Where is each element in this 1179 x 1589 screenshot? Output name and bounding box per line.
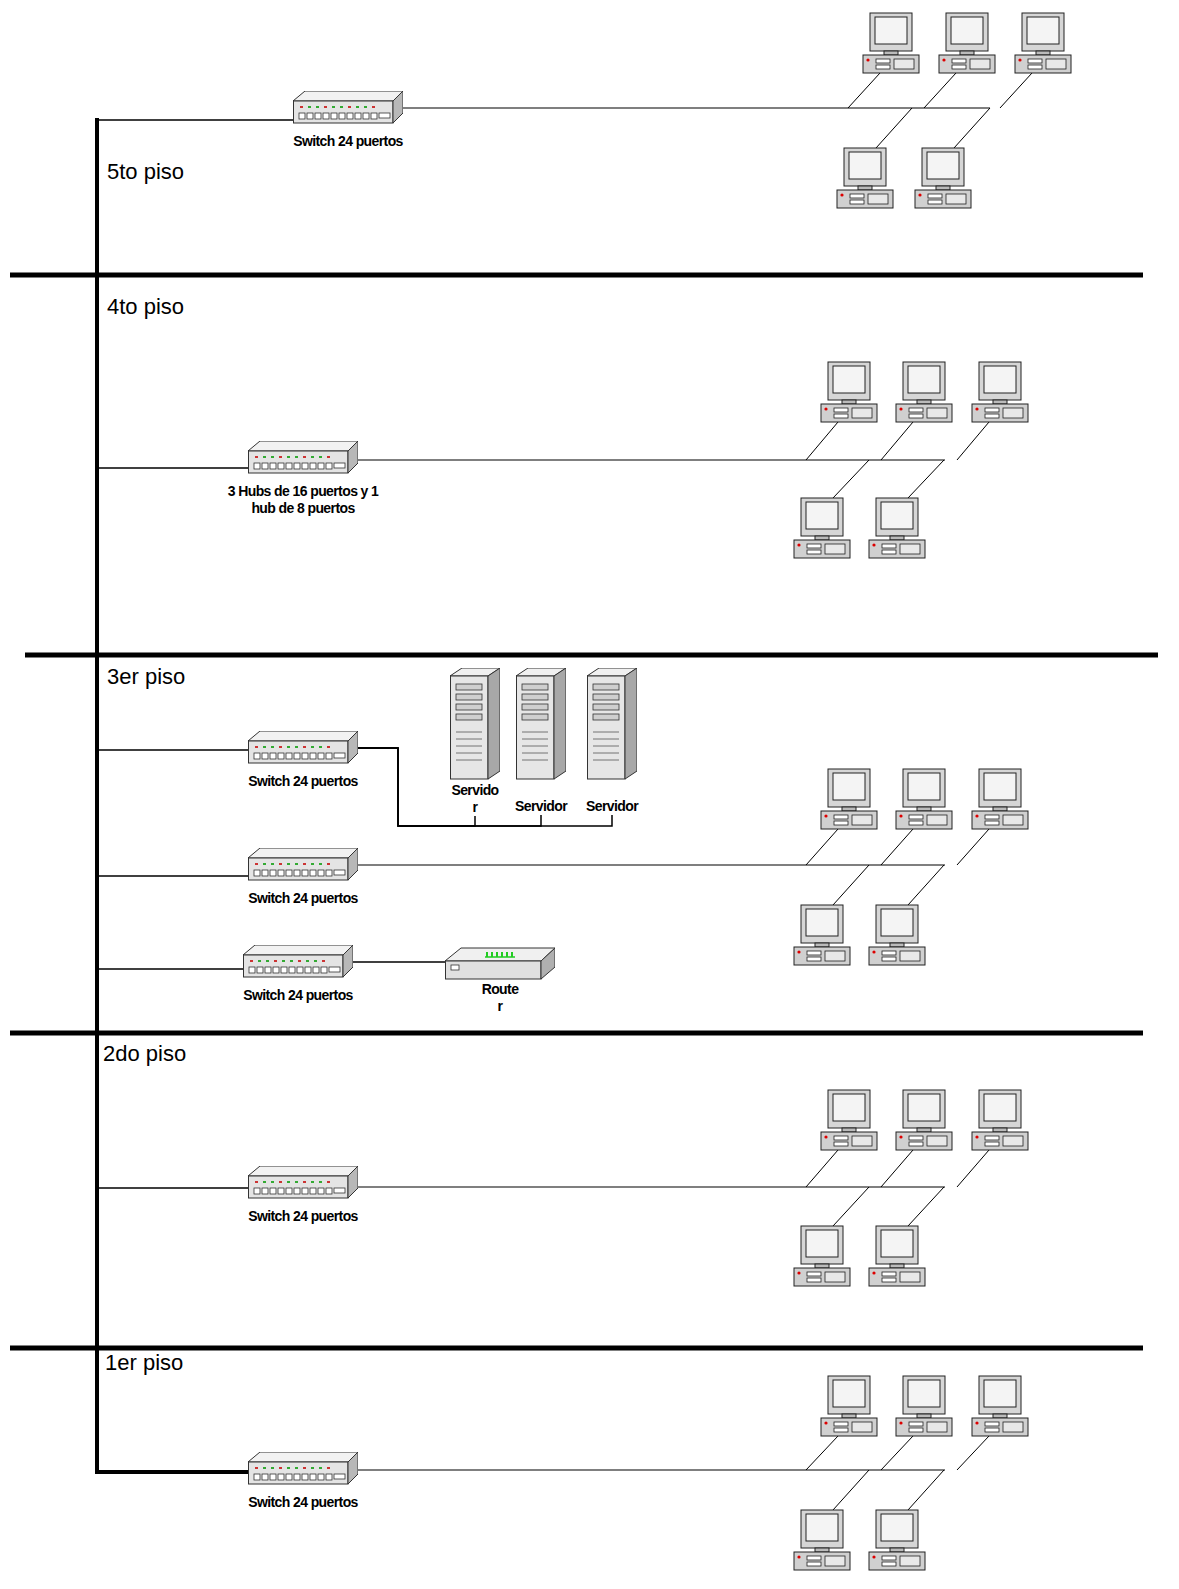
pc-cable <box>833 460 869 498</box>
backbone <box>10 118 1158 1474</box>
pc-cable <box>924 73 956 108</box>
switch-node: Switch 24 puertos <box>243 945 353 1004</box>
pc-icon <box>869 1226 925 1286</box>
device-label: Servido r <box>451 782 498 816</box>
pc-icon <box>821 1376 877 1436</box>
pc-icon <box>896 1376 952 1436</box>
device-label: Switch 24 puertos <box>248 1208 358 1225</box>
device-label: Switch 24 puertos <box>293 133 403 150</box>
floor-label: 2do piso <box>103 1042 186 1066</box>
floor-label: 4to piso <box>107 295 184 319</box>
device-label: Switch 24 puertos <box>243 987 353 1004</box>
device-label: Servidor <box>586 798 638 815</box>
pc-group <box>794 13 1071 1570</box>
pc-cable <box>957 829 989 865</box>
server-node: Servidor <box>586 668 638 815</box>
pc-icon <box>972 362 1028 422</box>
pc-cable <box>1000 73 1032 108</box>
pc-cable <box>908 460 944 498</box>
switch-node: Switch 24 puertos <box>248 1166 358 1225</box>
switch-node: Switch 24 puertos <box>248 1452 358 1511</box>
floor-label: 3er piso <box>107 665 185 689</box>
pc-cable <box>806 1150 838 1187</box>
pc-icon <box>972 1376 1028 1436</box>
pc-cable <box>957 422 989 460</box>
network-cable <box>358 748 541 826</box>
floor-label: 5to piso <box>107 160 184 184</box>
device-label: Switch 24 puertos <box>248 890 358 907</box>
pc-cable <box>881 422 913 460</box>
pc-cable <box>848 73 880 108</box>
device-label: 3 Hubs de 16 puertos y 1 hub de 8 puerto… <box>227 483 379 517</box>
switch-node: 3 Hubs de 16 puertos y 1 hub de 8 puerto… <box>227 441 379 517</box>
pc-cable <box>957 1150 989 1187</box>
pc-icon <box>869 1510 925 1570</box>
switch-icon <box>248 441 358 475</box>
pc-cable <box>833 865 869 905</box>
pc-icon <box>915 148 971 208</box>
switch-icon <box>248 848 358 882</box>
pc-cable <box>908 1470 944 1510</box>
device-label: Switch 24 puertos <box>248 773 358 790</box>
pc-icon <box>896 769 952 829</box>
pc-icon <box>972 1090 1028 1150</box>
pc-cable <box>806 1436 838 1470</box>
pc-icon <box>837 148 893 208</box>
server-node: Servido r <box>450 668 500 816</box>
pc-icon <box>972 769 1028 829</box>
switch-icon <box>293 91 403 125</box>
pc-cable <box>876 108 912 148</box>
device-label: Servidor <box>515 798 567 815</box>
pc-icon <box>896 362 952 422</box>
pc-cable <box>833 1187 869 1226</box>
router-icon <box>445 945 555 981</box>
server-icon <box>450 668 500 780</box>
switch-node: Switch 24 puertos <box>293 91 403 150</box>
pc-cable <box>881 829 913 865</box>
pc-cable <box>806 422 838 460</box>
pc-icon <box>794 1226 850 1286</box>
pc-icon <box>869 498 925 558</box>
pc-cable <box>908 1187 944 1226</box>
device-label: Route r <box>482 981 519 1015</box>
pc-cable <box>908 865 944 905</box>
server-icon <box>587 668 637 780</box>
network-cable <box>353 961 445 963</box>
floor-label: 1er piso <box>105 1351 183 1375</box>
switch-icon <box>243 945 353 979</box>
pc-icon <box>896 1090 952 1150</box>
pc-icon <box>821 362 877 422</box>
pc-cable <box>954 108 990 148</box>
switch-icon <box>248 1166 358 1200</box>
server-node: Servidor <box>515 668 567 815</box>
pc-cable <box>833 1470 869 1510</box>
pc-cable <box>957 1436 989 1470</box>
pc-icon <box>794 1510 850 1570</box>
pc-icon <box>794 498 850 558</box>
pc-icon <box>794 905 850 965</box>
device-label: Switch 24 puertos <box>248 1494 358 1511</box>
pc-icon <box>939 13 995 73</box>
switch-icon <box>248 1452 358 1486</box>
pc-cable <box>881 1436 913 1470</box>
router-node: Route r <box>445 945 555 1015</box>
switch-node: Switch 24 puertos <box>248 731 358 790</box>
pc-icon <box>863 13 919 73</box>
pc-icon <box>869 905 925 965</box>
switch-node: Switch 24 puertos <box>248 848 358 907</box>
server-icon <box>516 668 566 780</box>
switch-icon <box>248 731 358 765</box>
pc-cable <box>881 1150 913 1187</box>
pc-icon <box>1015 13 1071 73</box>
pc-cable <box>806 829 838 865</box>
pc-icon <box>821 769 877 829</box>
pc-icon <box>821 1090 877 1150</box>
pc-links <box>357 108 990 1470</box>
